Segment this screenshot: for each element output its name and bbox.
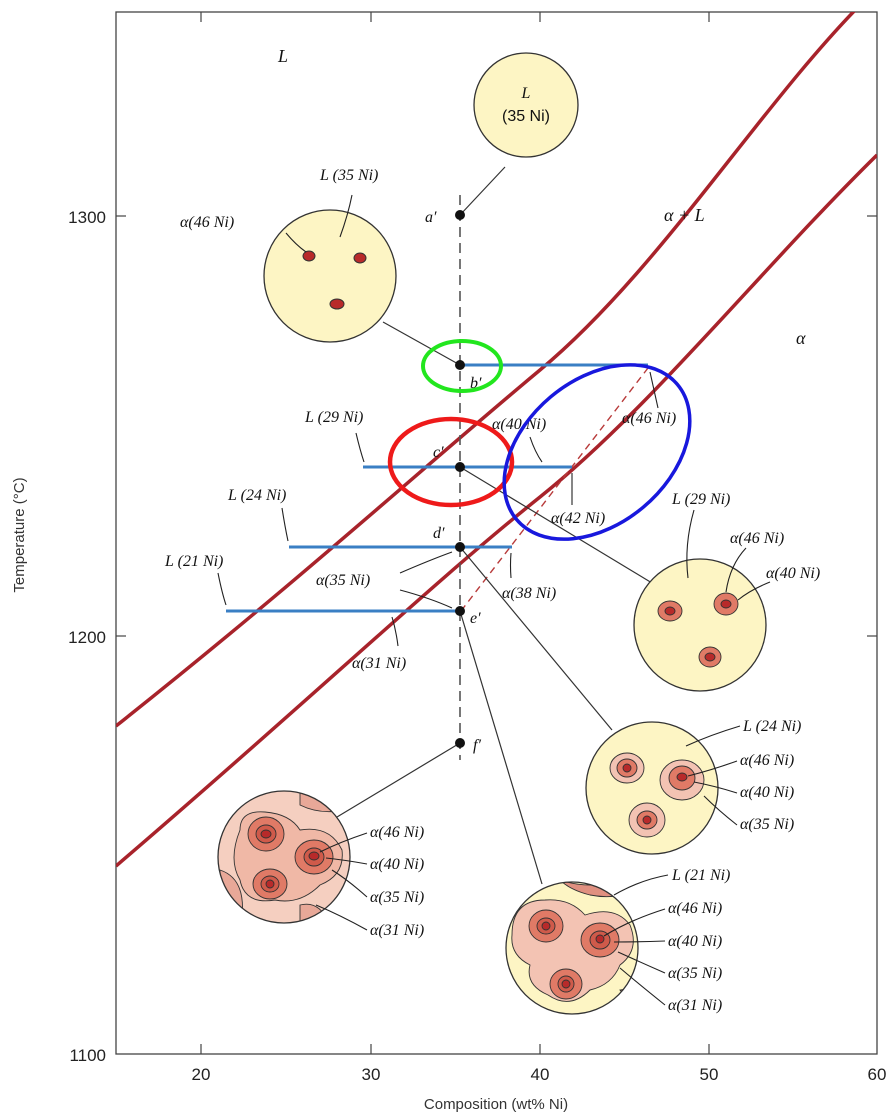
point-a-label: a′ — [425, 209, 437, 226]
tie-L29-label: L (29 Ni) — [304, 409, 363, 426]
micro-c-alpha46-label: α(46 Ni) — [730, 530, 784, 547]
tie-L24-label: L (24 Ni) — [227, 487, 286, 504]
micro-f-alpha31-label: α(31 Ni) — [370, 922, 424, 939]
point-a — [455, 210, 465, 220]
x-tick-40: 40 — [531, 1065, 550, 1084]
tie-a40-label: α(40 Ni) — [492, 416, 546, 433]
point-d — [455, 542, 465, 552]
y-tick-1200: 1200 — [68, 628, 106, 647]
y-tick-1100: 1100 — [69, 1046, 106, 1065]
micro-f-alpha35-label: α(35 Ni) — [370, 889, 424, 906]
micro-c-alpha40-label: α(40 Ni) — [766, 565, 820, 582]
micro-e-alpha46-label: α(46 Ni) — [668, 900, 722, 917]
tie-a42-label: α(42 Ni) — [551, 510, 605, 527]
region-label-alpha: α — [796, 328, 806, 348]
tick-marks — [116, 12, 877, 1054]
point-b — [455, 360, 465, 370]
micro-f-alpha46-label: α(46 Ni) — [370, 824, 424, 841]
x-tick-30: 30 — [362, 1065, 381, 1084]
microstructure-a: L (35 Ni) — [473, 52, 579, 158]
tie-a46-label: α(46 Ni) — [622, 410, 676, 427]
micro-d-alpha46-label: α(46 Ni) — [740, 752, 794, 769]
micro-a-liquid-label: L — [521, 85, 531, 102]
micro-d-alpha40-label: α(40 Ni) — [740, 784, 794, 801]
micro-b-alpha-label: α(46 Ni) — [180, 214, 234, 231]
solidus-line — [116, 153, 877, 868]
microstructure-e — [505, 881, 639, 1015]
micro-e-alpha40-label: α(40 Ni) — [668, 933, 722, 950]
y-axis-title: Temperature (°C) — [11, 477, 28, 592]
tie-L21-label: L (21 Ni) — [164, 553, 223, 570]
tie-a35-label: α(35 Ni) — [316, 572, 370, 589]
point-d-label: d′ — [433, 525, 445, 542]
point-c — [455, 462, 465, 472]
leader-lines — [336, 166, 653, 885]
micro-a-composition-label: (35 Ni) — [502, 108, 550, 125]
microstructure-c — [633, 558, 767, 692]
micro-e-liquid-label: L (21 Ni) — [671, 867, 730, 884]
tie-a38-label: α(38 Ni) — [502, 585, 556, 602]
point-e — [455, 606, 465, 616]
y-tick-1300: 1300 — [68, 208, 106, 227]
microstructure-f — [217, 790, 351, 924]
tie-a31-label: α(31 Ni) — [352, 655, 406, 672]
highlight-red-ellipse — [387, 416, 515, 508]
point-c-label: c′ — [433, 444, 444, 461]
composition-points — [455, 210, 465, 748]
micro-f-alpha40-label: α(40 Ni) — [370, 856, 424, 873]
x-axis-title: Composition (wt% Ni) — [424, 1096, 568, 1113]
region-label-l: L — [277, 46, 288, 66]
highlight-green-ellipse — [421, 339, 503, 393]
liquidus-line — [116, 12, 856, 728]
region-label-alpha-l: α + L — [664, 205, 705, 225]
highlight-blue-ellipse — [502, 363, 692, 541]
plot-frame — [115, 11, 878, 1055]
micro-b-liquid-label: L (35 Ni) — [319, 167, 378, 184]
micro-d-liquid-label: L (24 Ni) — [742, 718, 801, 735]
point-f-label: f′ — [473, 737, 481, 754]
micro-e-alpha31-label: α(31 Ni) — [668, 997, 722, 1014]
point-f — [455, 738, 465, 748]
micro-e-alpha35-label: α(35 Ni) — [668, 965, 722, 982]
microstructure-b — [263, 209, 397, 343]
solid-composition-dashed-line — [460, 367, 649, 612]
x-tick-50: 50 — [700, 1065, 719, 1084]
point-e-label: e′ — [470, 610, 481, 627]
micro-d-alpha35-label: α(35 Ni) — [740, 816, 794, 833]
x-tick-60: 60 — [868, 1065, 887, 1084]
x-tick-20: 20 — [192, 1065, 211, 1084]
microstructure-d — [585, 721, 719, 855]
micro-c-liquid-label: L (29 Ni) — [671, 491, 730, 508]
